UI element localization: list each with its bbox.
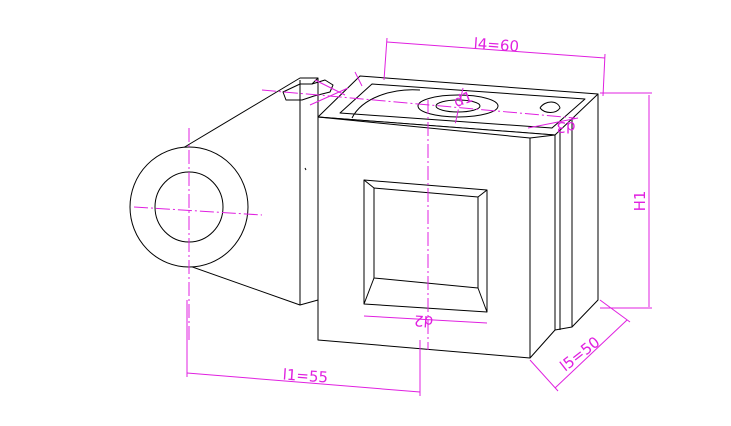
dim-l4-label: l4=60 bbox=[473, 34, 520, 55]
rail-cross-section bbox=[282, 79, 334, 101]
dim-rail-tick-3 bbox=[309, 87, 349, 106]
dim-d3-line bbox=[527, 117, 579, 129]
dim-l1-label: l1=55 bbox=[282, 365, 329, 386]
rail-edge bbox=[311, 77, 319, 85]
top-notch bbox=[539, 101, 561, 113]
dim-h1-label: H1 bbox=[631, 191, 649, 212]
dim-d2-line bbox=[363, 315, 488, 324]
dim-l4-ext-left bbox=[383, 37, 388, 81]
window-corner-br bbox=[477, 287, 488, 313]
block-chamfer-top bbox=[529, 134, 556, 139]
hole-centre-vertical bbox=[454, 87, 464, 126]
top-arc-left bbox=[351, 89, 421, 119]
dim-l5-ext-left bbox=[529, 359, 559, 392]
centre-lines bbox=[133, 87, 576, 350]
top-hole-outer bbox=[417, 94, 499, 118]
dim-l5-label: l5=50 bbox=[557, 333, 604, 375]
dim-l4-ext-right bbox=[602, 53, 606, 97]
dim-l5-ext-right bbox=[599, 299, 631, 323]
main-block bbox=[317, 75, 599, 359]
dim-d3-label: d3 bbox=[556, 118, 575, 136]
block-front-top-edge bbox=[317, 116, 531, 139]
cylinder-tick-mark bbox=[304, 167, 307, 171]
dim-d2-label: d2 bbox=[414, 311, 434, 330]
dim-rail-tick-2 bbox=[354, 71, 363, 87]
dim-l5-line bbox=[554, 319, 628, 389]
cylinder-boss bbox=[129, 77, 319, 306]
window-corner-tl bbox=[363, 179, 375, 189]
dim-rail-tick-1 bbox=[314, 79, 346, 96]
cylinder-centre-horizontal bbox=[133, 206, 263, 216]
slot-rail bbox=[282, 77, 334, 101]
block-front-face bbox=[317, 116, 556, 359]
dim-l4-line bbox=[386, 41, 606, 59]
top-centre-line bbox=[261, 89, 576, 119]
window-corner-tr bbox=[477, 189, 488, 198]
top-recess-outline bbox=[339, 83, 586, 129]
window-corner-bl bbox=[363, 277, 375, 305]
dim-d1-label: d1 bbox=[451, 88, 475, 111]
dim-l1-line bbox=[186, 372, 421, 393]
